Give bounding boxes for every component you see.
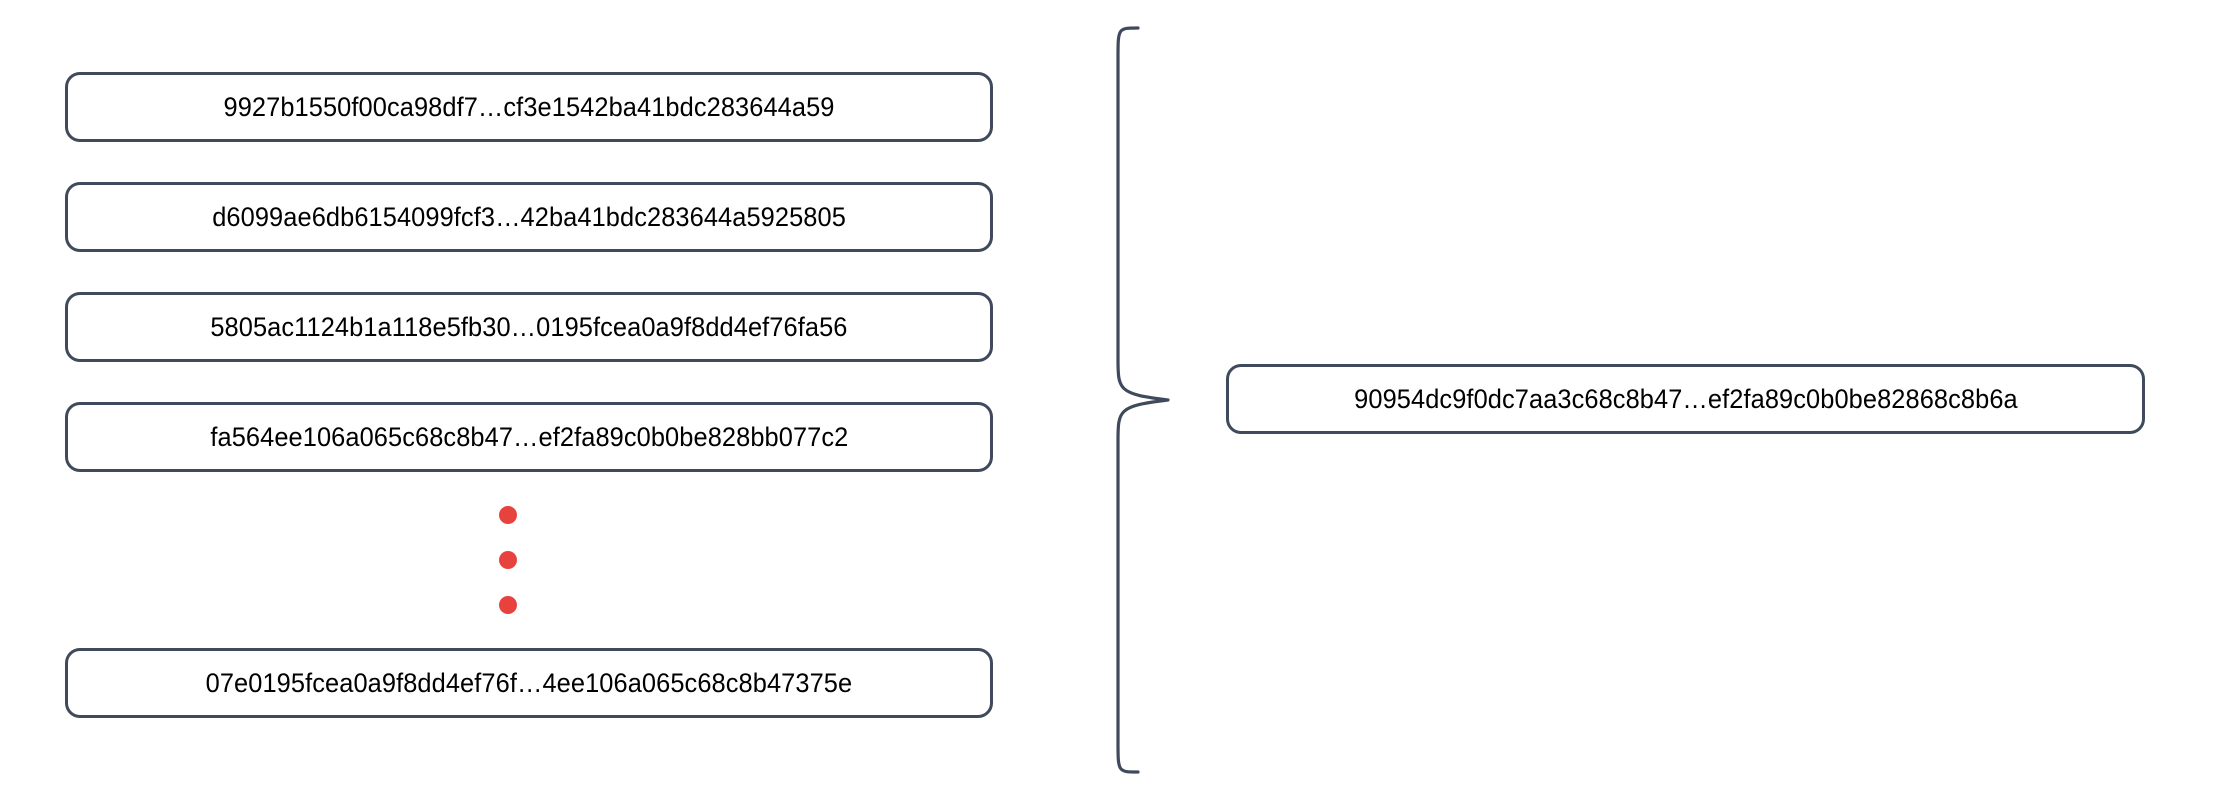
hash-text: fa564ee106a065c68c8b47…ef2fa89c0b0be828b… bbox=[210, 421, 848, 452]
hash-box-leaf-3[interactable]: 5805ac1124b1a118e5fb30…0195fcea0a9f8dd4e… bbox=[65, 292, 993, 362]
hash-text: 07e0195fcea0a9f8dd4ef76f…4ee106a065c68c8… bbox=[205, 667, 853, 698]
hash-box-leaf-last[interactable]: 07e0195fcea0a9f8dd4ef76f…4ee106a065c68c8… bbox=[65, 648, 993, 718]
ellipsis-dot bbox=[499, 551, 517, 569]
hash-box-leaf-2[interactable]: d6099ae6db6154099fcf3…42ba41bdc283644a59… bbox=[65, 182, 993, 252]
curly-brace-icon bbox=[1040, 20, 1200, 774]
ellipsis-dot bbox=[499, 596, 517, 614]
ellipsis-dot bbox=[499, 506, 517, 524]
vertical-ellipsis-icon bbox=[499, 506, 519, 616]
hash-box-aggregate-root[interactable]: 90954dc9f0dc7aa3c68c8b47…ef2fa89c0b0be82… bbox=[1226, 364, 2145, 434]
hash-box-leaf-4[interactable]: fa564ee106a065c68c8b47…ef2fa89c0b0be828b… bbox=[65, 402, 993, 472]
hash-box-leaf-1[interactable]: 9927b1550f00ca98df7…cf3e1542ba41bdc28364… bbox=[65, 72, 993, 142]
hash-text: d6099ae6db6154099fcf3…42ba41bdc283644a59… bbox=[212, 201, 846, 232]
hash-text: 5805ac1124b1a118e5fb30…0195fcea0a9f8dd4e… bbox=[210, 311, 848, 342]
hash-text: 90954dc9f0dc7aa3c68c8b47…ef2fa89c0b0be82… bbox=[1353, 383, 2018, 414]
hash-text: 9927b1550f00ca98df7…cf3e1542ba41bdc28364… bbox=[223, 91, 835, 122]
